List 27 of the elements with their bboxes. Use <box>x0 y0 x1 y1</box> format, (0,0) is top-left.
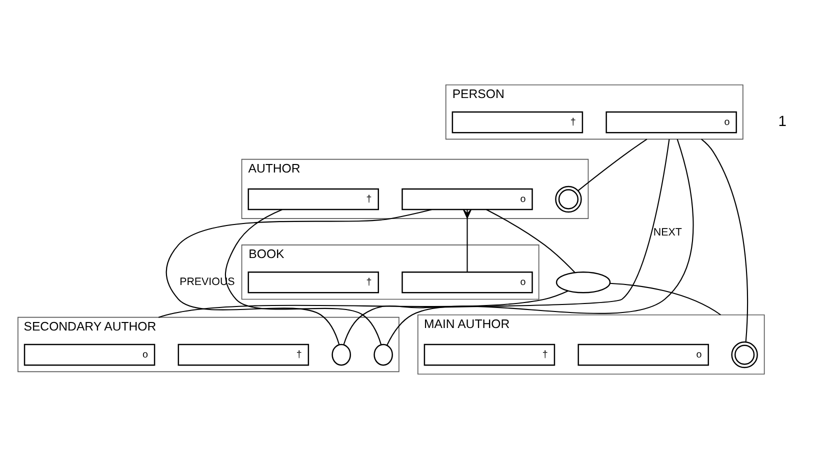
connector <box>158 290 568 318</box>
node-semicircle <box>556 271 611 294</box>
edge-label: NEXT <box>653 226 682 238</box>
node-circle <box>731 341 758 368</box>
node-box: † <box>178 344 310 366</box>
node-box: † <box>248 271 379 294</box>
connector <box>166 209 432 345</box>
connector <box>578 138 648 192</box>
connector <box>610 282 721 316</box>
connector <box>701 138 748 342</box>
node-box: o <box>24 344 156 366</box>
node-box: o <box>402 188 533 210</box>
connector <box>486 209 576 273</box>
connector <box>343 139 670 345</box>
node-circle <box>555 186 582 213</box>
node-box: o <box>402 271 533 294</box>
node-box: † <box>424 344 556 366</box>
node-box: † <box>248 188 379 210</box>
node-ellipse <box>374 344 393 366</box>
node-box: o <box>606 111 737 134</box>
connector <box>224 209 382 345</box>
node-box: o <box>578 344 709 366</box>
node-ellipse <box>332 344 352 366</box>
label: 1 <box>778 114 787 130</box>
connector <box>386 139 694 346</box>
connector <box>463 209 472 272</box>
node-box: † <box>452 111 584 134</box>
